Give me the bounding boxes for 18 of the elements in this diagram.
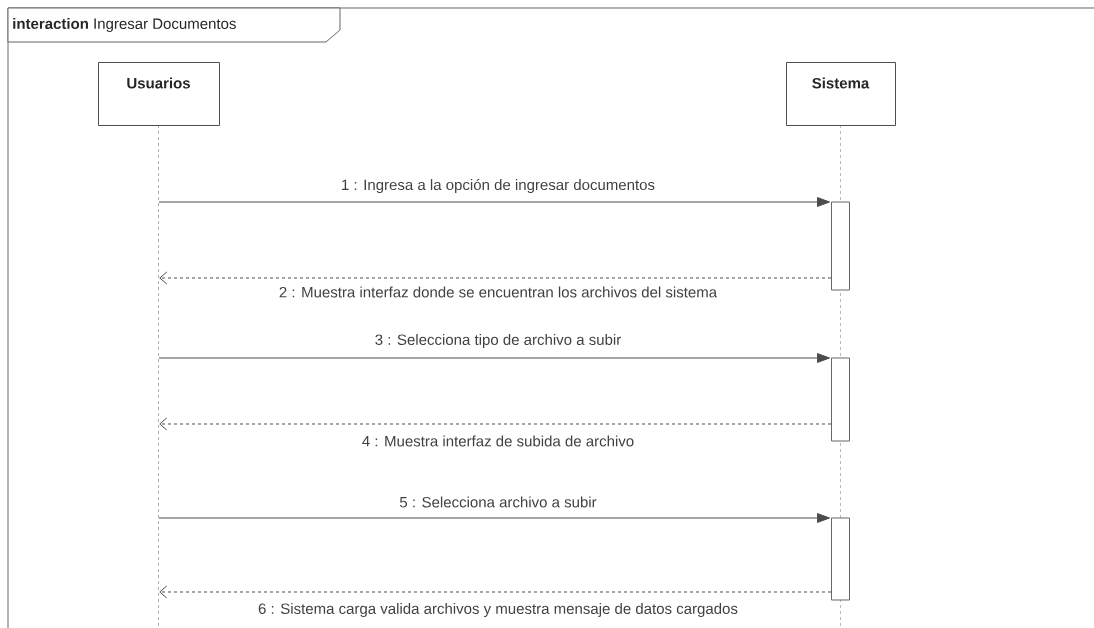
message-label: 3 : Selecciona tipo de archivo a subir [375,334,621,348]
participant-box: Sistema [786,62,896,126]
participant-box: Usuarios [98,62,220,126]
message-arrow [158,513,830,523]
activation-bar [831,357,850,442]
message-arrow [159,417,832,431]
message-arrow [158,353,830,363]
message-label: 1 : Ingresa a la opción de ingresar documentos [342,178,655,194]
message-label: 6 : Sistema carga valida archivos y muestra mensaje de datos cargados [258,603,738,617]
message-label: 2 : Muestra interfaz donde se encuentran los archivos del sistema [279,286,718,298]
activation-bar [831,517,850,601]
message-arrow [159,585,832,599]
message-label: 5 : Selecciona archivo a subir [399,496,597,508]
activation-bar [831,201,850,291]
message-arrow [158,197,830,207]
frame-title: interaction Ingresar Documentos [13,18,236,32]
message-label: 4 : Muestra interfaz de subida de archivo [362,435,634,447]
message-arrow [159,271,832,285]
